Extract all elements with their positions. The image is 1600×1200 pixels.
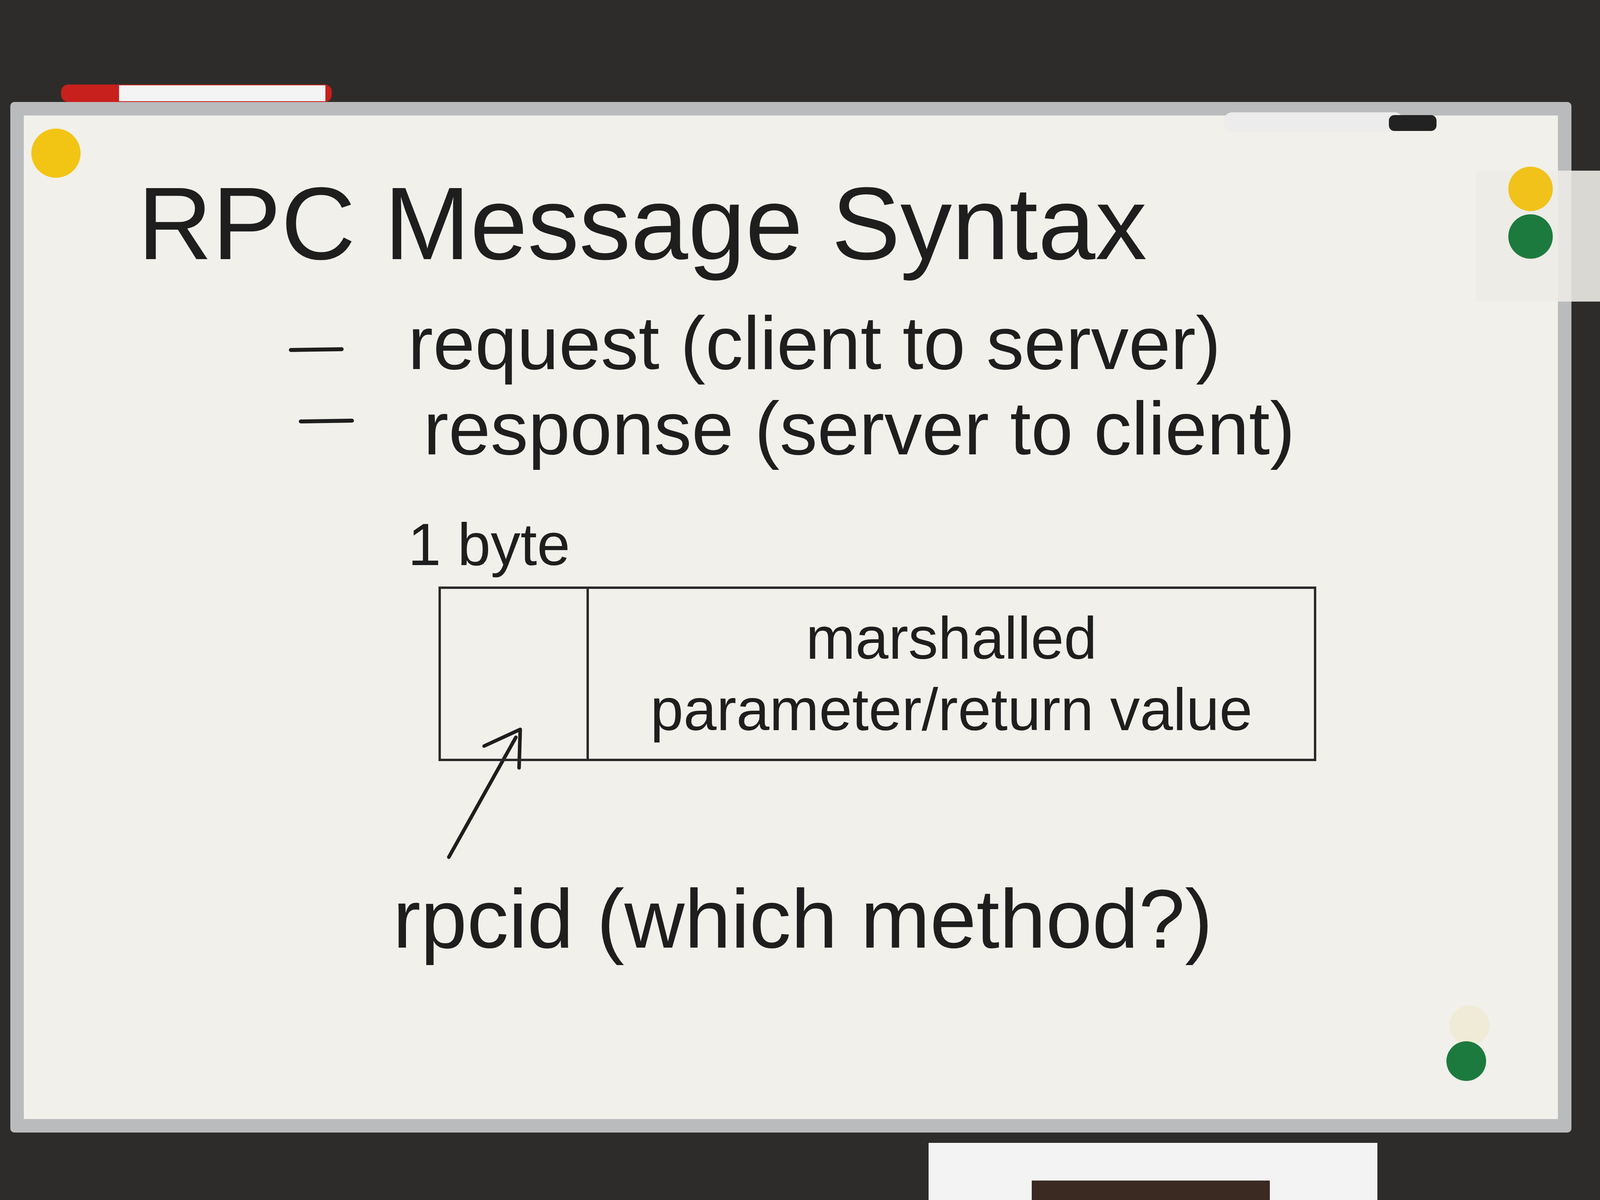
size-label: 1 byte [407,511,571,578]
marker [61,84,332,102]
title: RPC Message Syntax [137,166,1147,281]
magnet [1446,1041,1487,1081]
bullet-text: request (client to server) [407,301,1222,385]
bullet-dash [300,420,352,422]
bullet-text: response (server to client) [423,386,1295,470]
field-text: marshalled parameter/return value [610,602,1293,746]
message-field-box: marshalled parameter/return value [586,586,1317,762]
magnet [1449,1005,1490,1046]
marker-cap [1388,115,1437,131]
callout-label: rpcid (which method?) [392,873,1213,965]
text-stack: marshalled parameter/return value [610,602,1293,746]
marker [1224,112,1403,133]
marker-label [119,85,326,102]
magnet [1508,166,1553,212]
magnet [1508,214,1553,259]
bullet-dash [290,349,342,350]
rpcid-cell [438,586,589,762]
paper-sheet [928,1142,1378,1200]
magnet [31,128,81,178]
leader-arrow [448,737,516,858]
paper-photo [1031,1180,1270,1200]
leader-arrowhead [484,729,521,768]
